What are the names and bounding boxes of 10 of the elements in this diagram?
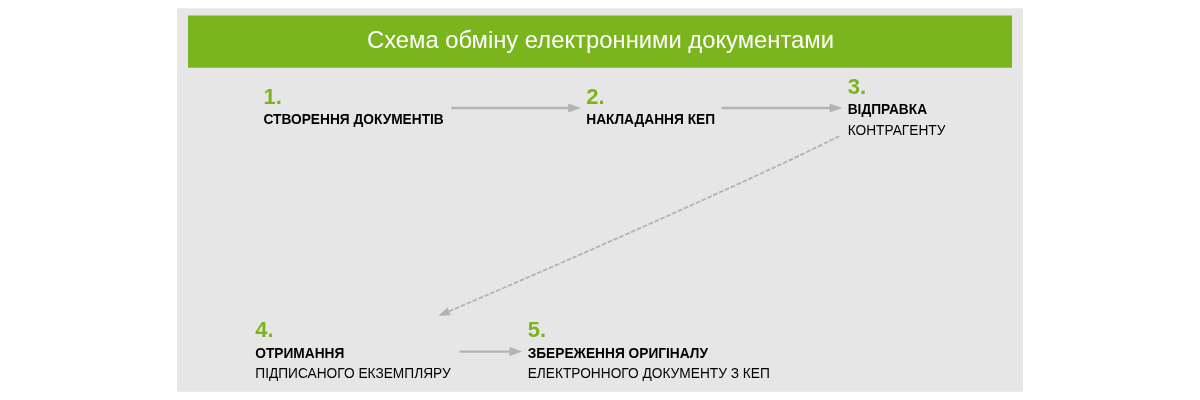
arrow	[459, 347, 523, 357]
node-text: 2. НАКЛАДАННЯ КЕП	[586, 83, 716, 128]
arrow	[721, 103, 843, 113]
arrow	[451, 103, 581, 113]
node-text: 3. ВІДПРАВКА КОНТРАГЕНТУ	[847, 73, 946, 138]
node-text: 5. ЗБЕРЕЖЕННЯ ОРИГІНАЛУ ЕЛЕКТРОННОГО ДОКУМЕНТУ З КЕП	[527, 317, 770, 382]
diagram-title: Схема обміну електронними документами	[366, 25, 835, 53]
node-text: 4. ОТРИМАННЯ ПІДПИСАНОГО ЕКЗЕМПЛЯРУ	[255, 317, 451, 382]
node-text: 1. СТВОРЕННЯ ДОКУМЕНТІВ	[263, 83, 444, 128]
arrow	[438, 135, 841, 316]
